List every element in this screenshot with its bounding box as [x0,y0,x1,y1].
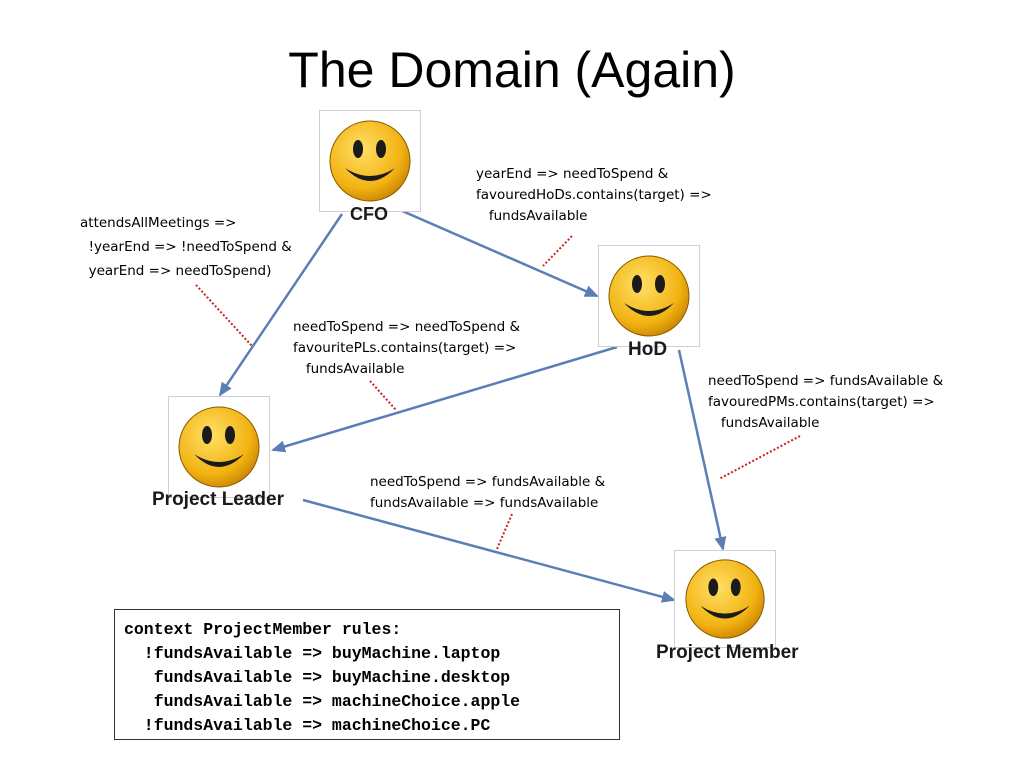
annotation-link-cfo-hod [542,235,573,267]
arrow-cfo-to-hod [399,208,599,298]
slide-title: The Domain (Again) [288,42,736,98]
annotation-link-hod-leader [369,380,397,411]
rule-line: favouredPMs.contains(target) => [708,394,935,410]
rule-line: fundsAvailable => fundsAvailable [370,495,599,511]
hod-actor [598,245,700,347]
arrow-leader-to-member [302,498,676,603]
project-member-actor [674,550,776,648]
annotation-link-hod-member [718,435,801,480]
annotation-link-cfo-leader [195,284,253,347]
rule-line: favouritePLs.contains(target) => [293,340,517,356]
smiley-face-icon [608,255,690,337]
rule-line: fundsAvailable [293,361,405,377]
code-line: context ProjectMember rules: [124,620,402,639]
project-member-context-box: context ProjectMember rules: !fundsAvail… [114,609,620,740]
rule-line: fundsAvailable [476,208,588,224]
cfo-label: CFO [350,204,388,224]
rule-line: favouredHoDs.contains(target) => [476,187,712,203]
rule-line: attendsAllMeetings => [80,215,237,231]
rule-line: yearEnd => needToSpend) [80,263,272,279]
rule-line: needToSpend => fundsAvailable & [708,373,944,389]
rule-line: !yearEnd => !needToSpend & [80,239,292,255]
rule-line: needToSpend => fundsAvailable & [370,474,606,490]
rule-cfo-leader: attendsAllMeetings => !yearEnd => !needT… [80,211,292,283]
rule-hod-member: needToSpend => fundsAvailable & favoured… [708,371,943,434]
code-line: fundsAvailable => buyMachine.desktop [124,668,511,687]
rule-line: fundsAvailable [708,415,820,431]
rule-leader-member: needToSpend => fundsAvailable & fundsAva… [370,472,605,514]
annotation-link-leader-member [496,513,513,550]
cfo-actor [319,110,421,212]
rule-hod-leader: needToSpend => needToSpend & favouritePL… [293,317,520,380]
hod-label: HoD [628,339,668,360]
project-member-label: Project Member [656,642,799,663]
rule-line: needToSpend => needToSpend & [293,319,521,335]
project-leader-actor [168,396,270,498]
rule-cfo-hod: yearEnd => needToSpend & favouredHoDs.co… [476,164,712,227]
arrow-hod-to-member [677,349,727,551]
smiley-face-icon [685,559,765,639]
code-line: fundsAvailable => machineChoice.apple [124,692,521,711]
rule-line: yearEnd => needToSpend & [476,166,669,182]
project-leader-label: Project Leader [152,489,284,510]
code-line: !fundsAvailable => buyMachine.laptop [124,644,501,663]
code-line: !fundsAvailable => machineChoice.PC [124,716,491,735]
arrow-hod-to-leader [271,345,618,453]
arrow-cfo-to-leader [218,213,344,397]
smiley-face-icon [329,120,411,202]
smiley-face-icon [178,406,260,488]
